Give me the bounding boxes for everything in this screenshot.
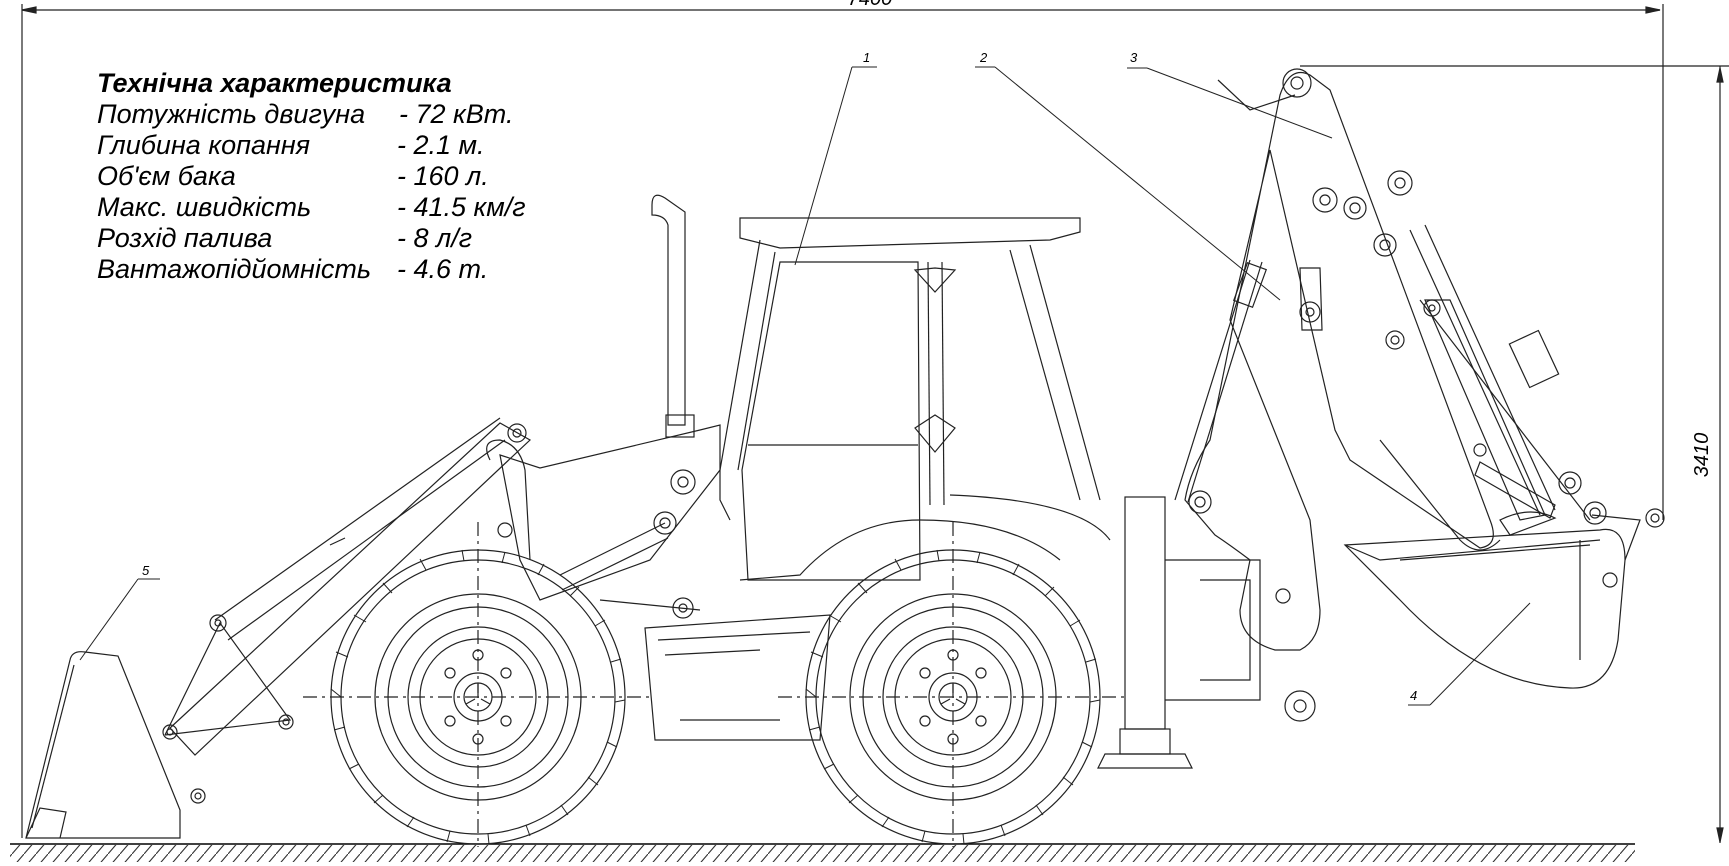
spec-row: Розхід палива - 8 л/г	[97, 223, 526, 254]
callout-1: 1	[863, 50, 870, 65]
rear-wheel	[778, 522, 1128, 847]
specs-title: Технічна характеристика	[97, 68, 452, 98]
spec-row: Макс. швидкість - 41.5 км/г	[97, 192, 526, 223]
callout-4: 4	[1410, 688, 1417, 703]
spec-name: Вантажопідйомність	[97, 254, 372, 284]
exhaust-pipe	[651, 194, 695, 438]
spec-value: - 2.1 м.	[397, 130, 485, 160]
callout-5: 5	[142, 563, 150, 578]
spec-name: Макс. швидкість	[97, 192, 312, 222]
spec-value: - 72 кВт.	[399, 99, 514, 129]
spec-row: Потужність двигуна - 72 кВт.	[97, 99, 526, 130]
front-bucket	[25, 651, 181, 839]
spec-value: - 8 л/г	[397, 223, 473, 253]
callout-leaders	[79, 66, 1531, 706]
chassis	[486, 424, 831, 741]
stabilizer-leg	[1097, 496, 1261, 769]
spec-name: Розхід палива	[97, 223, 273, 253]
front-wheel	[303, 522, 653, 847]
spec-row: Об'єм бака - 160 л.	[97, 161, 526, 192]
backhoe-bucket	[1343, 299, 1665, 689]
height-dimension-label: 3410	[1691, 433, 1713, 478]
loader-arm	[162, 417, 532, 804]
cab	[719, 217, 1111, 581]
height-dimension: 3410	[1300, 65, 1729, 843]
callout-3: 3	[1130, 50, 1138, 65]
length-dimension-label: 7400	[848, 0, 893, 10]
spec-row: Вантажопідйомність - 4.6 т.	[97, 254, 526, 285]
spec-name: Глибина копання	[97, 130, 311, 160]
length-dimension: 7400	[21, 0, 1664, 838]
spec-value: - 41.5 км/г	[397, 192, 526, 222]
technical-specs: Технічна характеристика Потужність двигу…	[97, 68, 526, 285]
spec-name: Об'єм бака	[97, 161, 236, 191]
spec-value: - 4.6 т.	[397, 254, 489, 284]
ground	[10, 843, 1635, 862]
spec-row: Глибина копання - 2.1 м.	[97, 130, 526, 161]
callout-2: 2	[979, 50, 988, 65]
spec-value: - 160 л.	[397, 161, 489, 191]
spec-name: Потужність двигуна	[97, 99, 366, 129]
backhoe-boom	[1174, 68, 1591, 722]
